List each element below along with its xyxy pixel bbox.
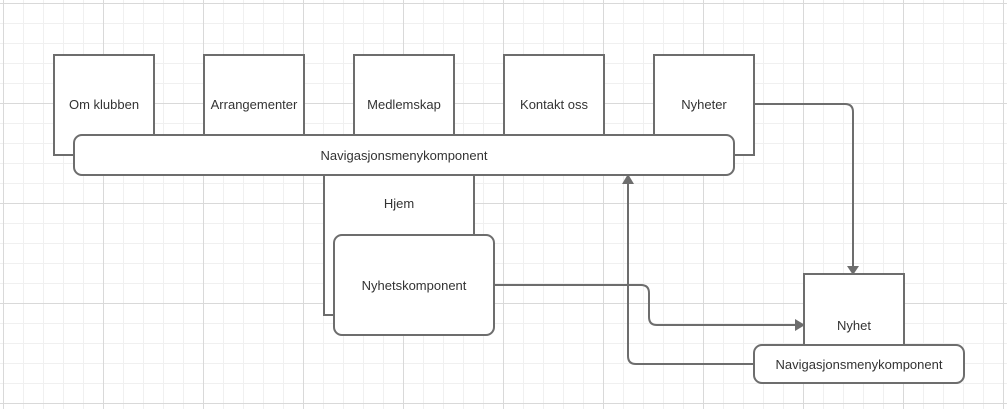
nav-menu-component-bottom-label: Navigasjonsmenykomponent: [775, 356, 943, 372]
page-hjem-label: Hjem: [383, 196, 415, 211]
page-om-klubben-label: Om klubben: [68, 96, 140, 112]
nav-menu-component-top-label: Navigasjonsmenykomponent: [320, 147, 488, 163]
nav-menu-component-top[interactable]: Navigasjonsmenykomponent: [73, 134, 735, 176]
page-medlemskap-label: Medlemskap: [367, 96, 441, 112]
page-nyheter-label: Nyheter: [681, 96, 727, 112]
news-component-label: Nyhetskomponent: [361, 277, 467, 293]
nav-menu-component-bottom[interactable]: Navigasjonsmenykomponent: [753, 344, 965, 384]
page-kontakt-oss-label: Kontakt oss: [520, 96, 588, 112]
edge-nav-bottom-to-nav-top: [622, 174, 754, 365]
page-arrangementer-label: Arrangementer: [210, 96, 298, 112]
edge-nyhetskomponent-to-nyhet: [494, 284, 805, 331]
edge-nyheter-to-nyhet: [753, 103, 859, 275]
news-component[interactable]: Nyhetskomponent: [333, 234, 495, 336]
page-nyhet-label: Nyhet: [837, 318, 871, 333]
